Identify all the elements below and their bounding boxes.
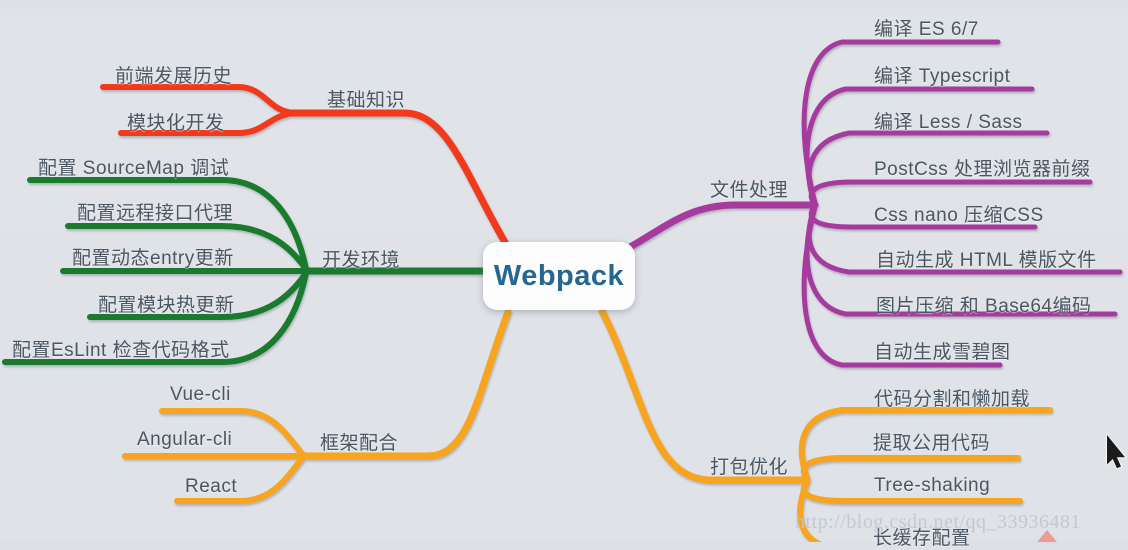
topic-eslint-config[interactable]: 配置EsLint 检查代码格式: [12, 340, 230, 361]
branch-basics-lines: [100, 84, 510, 248]
topic-extract-common-code[interactable]: 提取公用代码: [873, 433, 991, 454]
topic-compile-less-sass[interactable]: 编译 Less / Sass: [874, 112, 1023, 133]
topic-sourcemap-config[interactable]: 配置 SourceMap 调试: [38, 158, 230, 179]
topic-dynamic-entry-config[interactable]: 配置动态entry更新: [72, 248, 234, 269]
watermark: http://blog.csdn.net/qq_33936481: [795, 511, 1081, 533]
branch-dev-env-label[interactable]: 开发环境: [322, 250, 401, 271]
branch-basics-label[interactable]: 基础知识: [327, 90, 406, 111]
topic-hmr-config[interactable]: 配置模块热更新: [98, 295, 235, 316]
branch-frameworks-lines: [122, 308, 512, 504]
topic-cssnano-minify[interactable]: Css nano 压缩CSS: [874, 205, 1044, 226]
branch-file-processing-lines: [626, 39, 1123, 368]
red-arrow-tip: [1037, 530, 1057, 542]
topic-remote-proxy-config[interactable]: 配置远程接口代理: [77, 203, 234, 224]
topic-angular-cli[interactable]: Angular-cli: [137, 429, 233, 450]
topic-code-splitting-lazy-load[interactable]: 代码分割和懒加载: [874, 389, 1031, 410]
topic-html-template-generate[interactable]: 自动生成 HTML 模版文件: [876, 250, 1097, 271]
topic-compile-es67[interactable]: 编译 ES 6/7: [874, 19, 979, 40]
topic-sprite-generate[interactable]: 自动生成雪碧图: [874, 342, 1011, 363]
topic-tree-shaking[interactable]: Tree-shaking: [874, 475, 991, 496]
mouse-cursor: [1105, 433, 1127, 470]
topic-modular-development[interactable]: 模块化开发: [127, 113, 225, 134]
center-topic[interactable]: Webpack: [483, 242, 635, 310]
branch-file-processing-label[interactable]: 文件处理: [710, 180, 789, 201]
branch-dev-env-lines: [2, 177, 487, 365]
topic-vue-cli[interactable]: Vue-cli: [170, 384, 231, 405]
topic-postcss-prefix[interactable]: PostCss 处理浏览器前缀: [874, 159, 1091, 180]
center-topic-label: Webpack: [493, 259, 625, 292]
branch-bundle-optimization-lines: [598, 307, 1053, 542]
topic-compile-typescript[interactable]: 编译 Typescript: [874, 66, 1011, 87]
branch-frameworks-label[interactable]: 框架配合: [320, 433, 399, 454]
topic-frontend-dev-history[interactable]: 前端发展历史: [115, 66, 233, 87]
topic-react[interactable]: React: [185, 476, 238, 497]
topic-image-compress-base64[interactable]: 图片压缩 和 Base64编码: [876, 296, 1092, 317]
branch-bundle-optimization-label[interactable]: 打包优化: [710, 457, 789, 478]
